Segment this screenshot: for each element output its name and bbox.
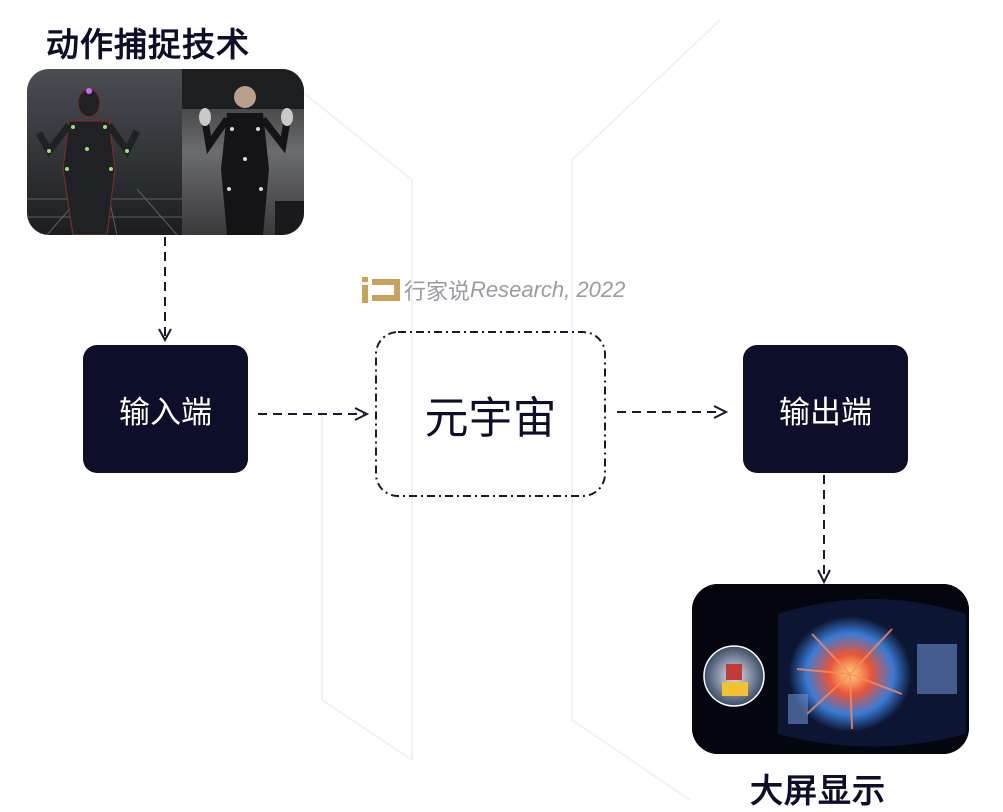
output-node: 输出端 bbox=[743, 345, 908, 473]
metaverse-node: 元宇宙 bbox=[374, 330, 607, 498]
title-large-screen: 大屏显示 bbox=[750, 771, 886, 810]
metaverse-node-label: 元宇宙 bbox=[424, 393, 557, 444]
watermark-en: Research, 2022 bbox=[470, 277, 626, 302]
motion-capture-image bbox=[27, 69, 304, 235]
title-motion-capture: 动作捕捉技术 bbox=[46, 25, 250, 64]
output-node-label: 输出端 bbox=[779, 394, 872, 431]
large-screen-image bbox=[692, 584, 969, 754]
logo-icon bbox=[362, 277, 400, 303]
watermark-cn: 行家说 bbox=[404, 280, 471, 305]
input-node: 输入端 bbox=[83, 345, 248, 473]
input-node-label: 输入端 bbox=[119, 394, 212, 431]
